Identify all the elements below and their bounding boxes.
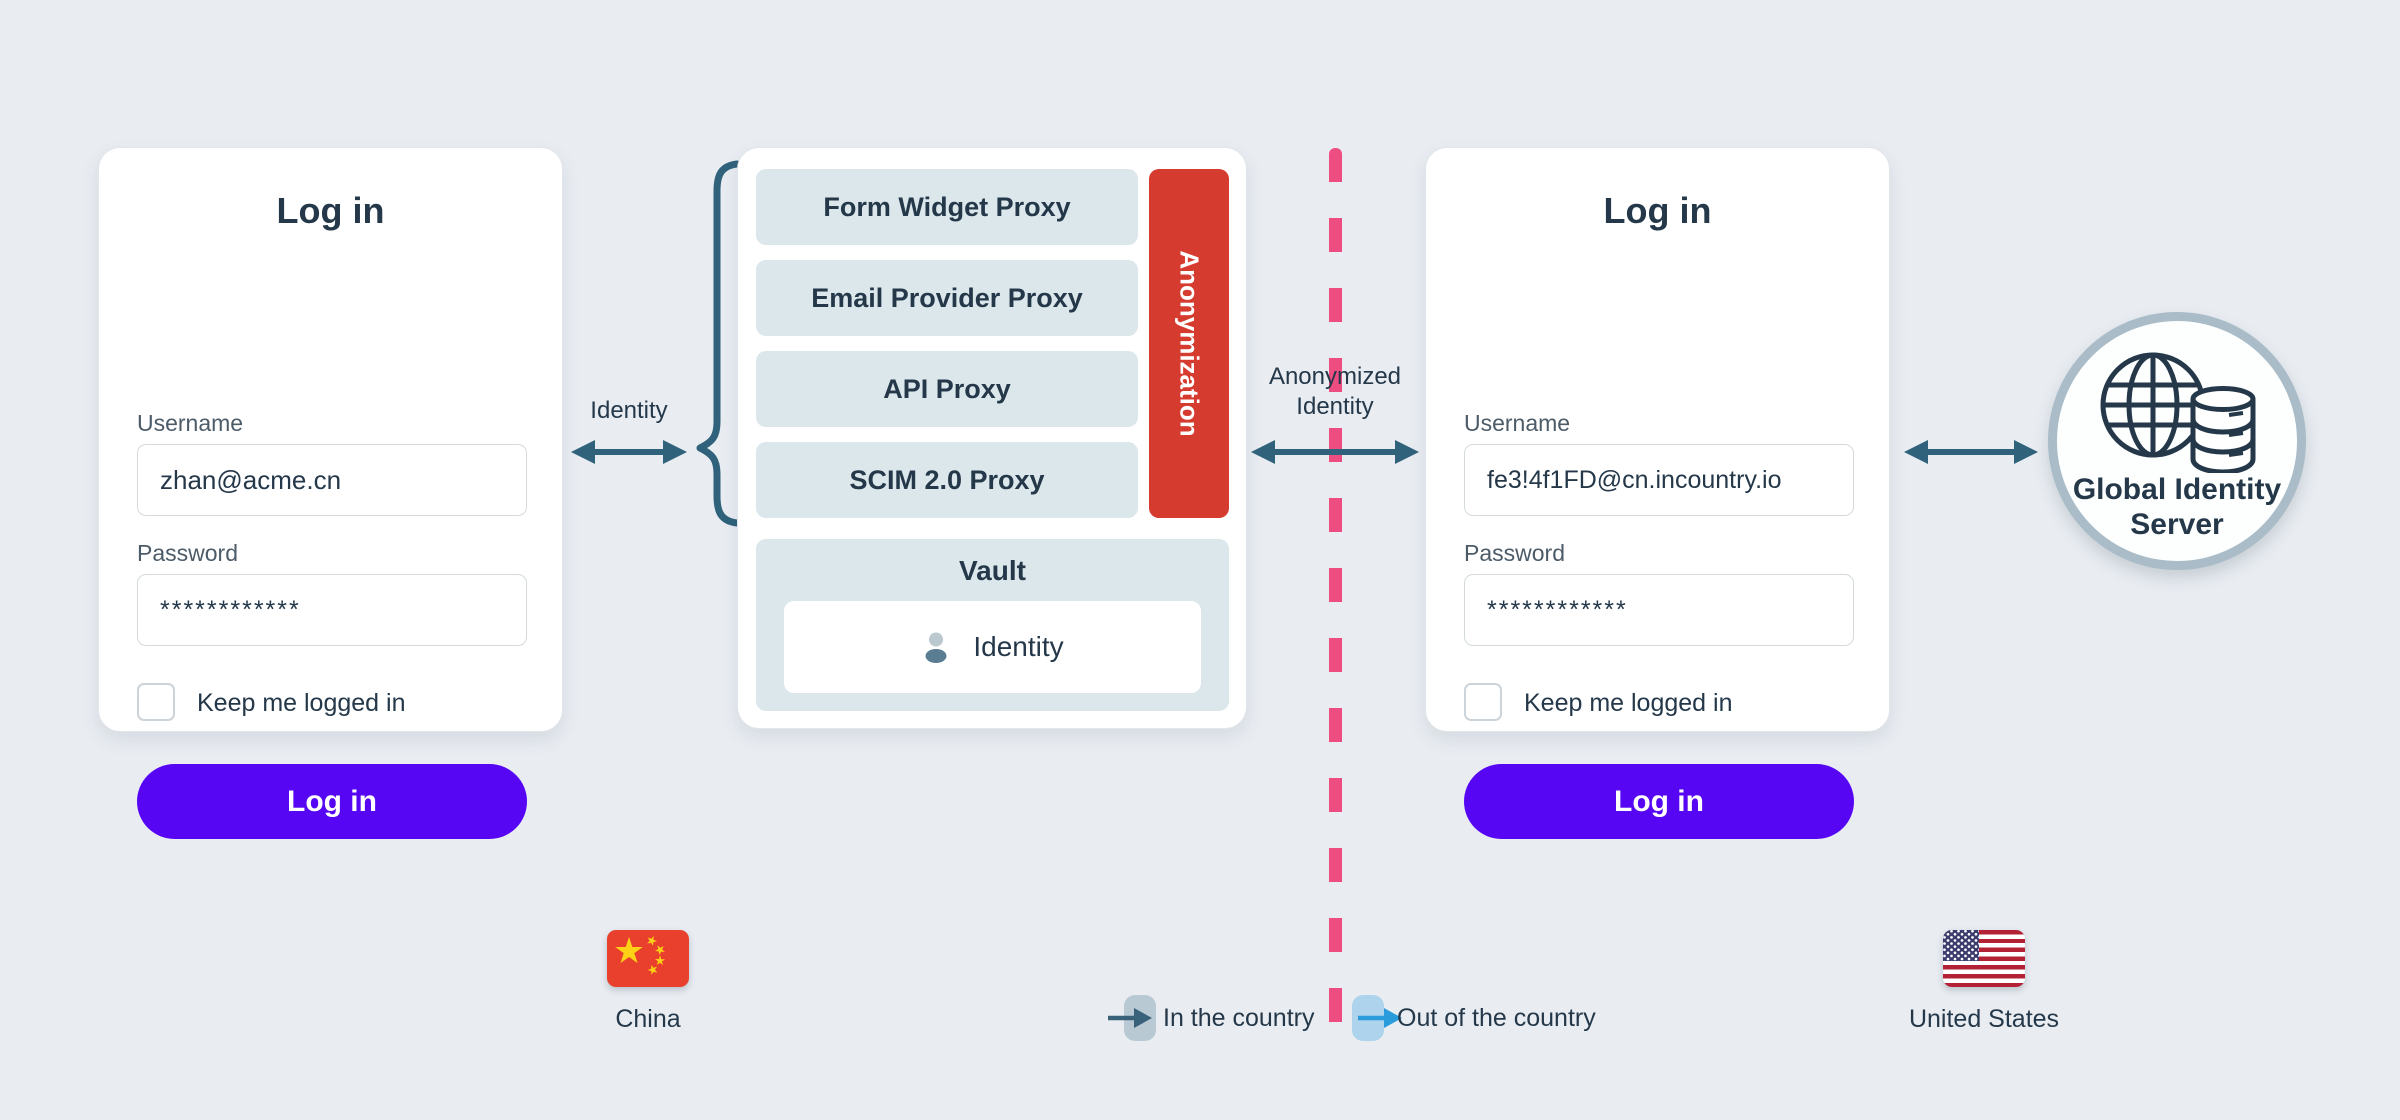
china-flag-icon: ★ ★ ★ ★ ★ [607, 930, 689, 987]
password-input[interactable] [1464, 574, 1854, 646]
vault-title: Vault [959, 555, 1026, 586]
country-label: China [615, 1005, 681, 1033]
global-identity-server: Global Identity Server [2048, 312, 2306, 570]
username-input[interactable] [1464, 444, 1854, 516]
password-label: Password [137, 540, 238, 566]
globe-database-icon [2100, 352, 2256, 473]
arrow-right-icon [1358, 1008, 1402, 1028]
password-input[interactable] [137, 574, 527, 646]
login-card-china: Log in Username Password Keep me logged … [98, 147, 563, 839]
proxy-stack-card: Form Widget Proxy Email Provider Proxy A… [737, 147, 1247, 729]
keep-logged-in-label: Keep me logged in [1524, 689, 1733, 717]
svg-text:★: ★ [645, 961, 661, 979]
login-button[interactable]: Log in [137, 764, 527, 839]
legend-out-country-label: Out of the country [1397, 1004, 1596, 1032]
keep-logged-in-checkbox[interactable] [1464, 683, 1502, 721]
login-title: Log in [276, 190, 385, 231]
us-flag-canton [1943, 930, 1979, 961]
login-card-us: Log in Username Password Keep me logged … [1425, 147, 1890, 839]
proxy-row: API Proxy [756, 351, 1138, 427]
person-icon [925, 632, 947, 663]
us-flag-icon [1943, 930, 2025, 987]
identity-flow-label: Identity [590, 397, 668, 424]
username-label: Username [137, 410, 244, 436]
legend-in-country-label: In the country [1163, 1004, 1315, 1032]
arrow-right-icon [1108, 1008, 1152, 1028]
double-arrow-icon [571, 440, 687, 464]
anonymization-bar: Anonymization [1149, 169, 1229, 518]
anonymized-identity-flow-label: Anonymized Identity [1268, 363, 1402, 420]
double-arrow-icon [1251, 440, 1419, 464]
server-label: Global Identity Server [2072, 473, 2282, 541]
vault-item-label: Identity [973, 631, 1064, 662]
proxy-row: Form Widget Proxy [756, 169, 1138, 245]
country-label: United States [1908, 1005, 2060, 1033]
double-arrow-icon [1904, 440, 2038, 464]
keep-logged-in-checkbox[interactable] [137, 683, 175, 721]
svg-text:★: ★ [643, 932, 659, 950]
vault-panel: Vault Identity [756, 539, 1229, 711]
vault-identity-item: Identity [784, 601, 1201, 693]
password-label: Password [1464, 540, 1565, 566]
svg-text:★: ★ [613, 931, 645, 972]
anonymization-label: Anonymization [1174, 250, 1205, 437]
username-label: Username [1464, 410, 1571, 436]
keep-logged-in-label: Keep me logged in [197, 689, 406, 717]
country-boundary-dashed-line [1329, 148, 1342, 1044]
proxy-row: SCIM 2.0 Proxy [756, 442, 1138, 518]
brace-icon [696, 160, 740, 527]
login-button[interactable]: Log in [1464, 764, 1854, 839]
login-title: Log in [1603, 190, 1712, 231]
proxy-row: Email Provider Proxy [756, 260, 1138, 336]
username-input[interactable] [137, 444, 527, 516]
svg-text:★: ★ [654, 954, 666, 969]
